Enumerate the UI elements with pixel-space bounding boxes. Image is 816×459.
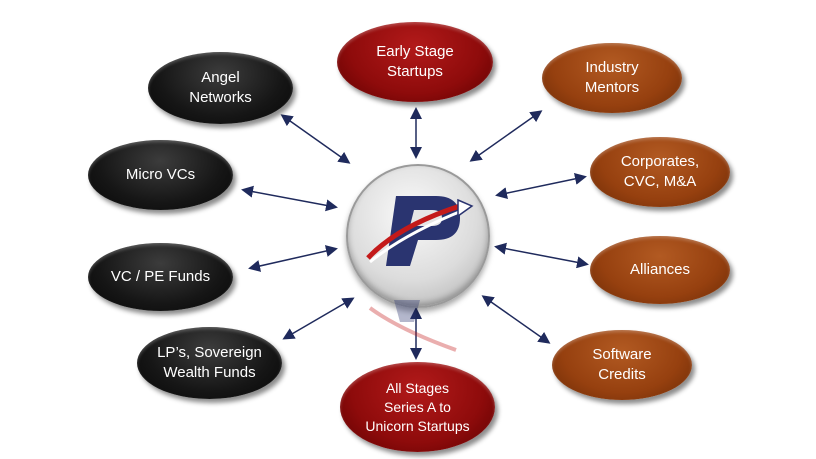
p-arrow-logo-icon <box>366 196 474 266</box>
node-micro-vcs: Micro VCs <box>88 140 233 210</box>
arrow-mentors <box>469 110 543 162</box>
node-software-credits: Software Credits <box>552 330 692 400</box>
node-lps-sovereign-wealth-funds: LP’s, Sovereign Wealth Funds <box>137 327 282 399</box>
node-angel-networks: Angel Networks <box>148 52 293 124</box>
node-early-stage-startups: Early Stage Startups <box>337 22 493 102</box>
arrow-software <box>481 295 551 344</box>
arrow-micro <box>241 185 338 212</box>
center-logo-circle <box>346 164 490 308</box>
logo-reflection <box>360 300 470 360</box>
node-vc-pe-funds: VC / PE Funds <box>88 243 233 311</box>
node-alliances: Alliances <box>590 236 730 304</box>
node-corporates-cvc-ma: Corporates, CVC, M&A <box>590 137 730 207</box>
arrow-corporates <box>495 172 587 200</box>
node-industry-mentors: Industry Mentors <box>542 43 682 113</box>
arrow-lp <box>282 297 355 340</box>
node-all-stages-startups: All Stages Series A to Unicorn Startups <box>340 362 495 452</box>
arrow-vcpe <box>248 245 338 272</box>
arrow-alliances <box>494 242 589 269</box>
arrow-angel <box>280 114 351 164</box>
